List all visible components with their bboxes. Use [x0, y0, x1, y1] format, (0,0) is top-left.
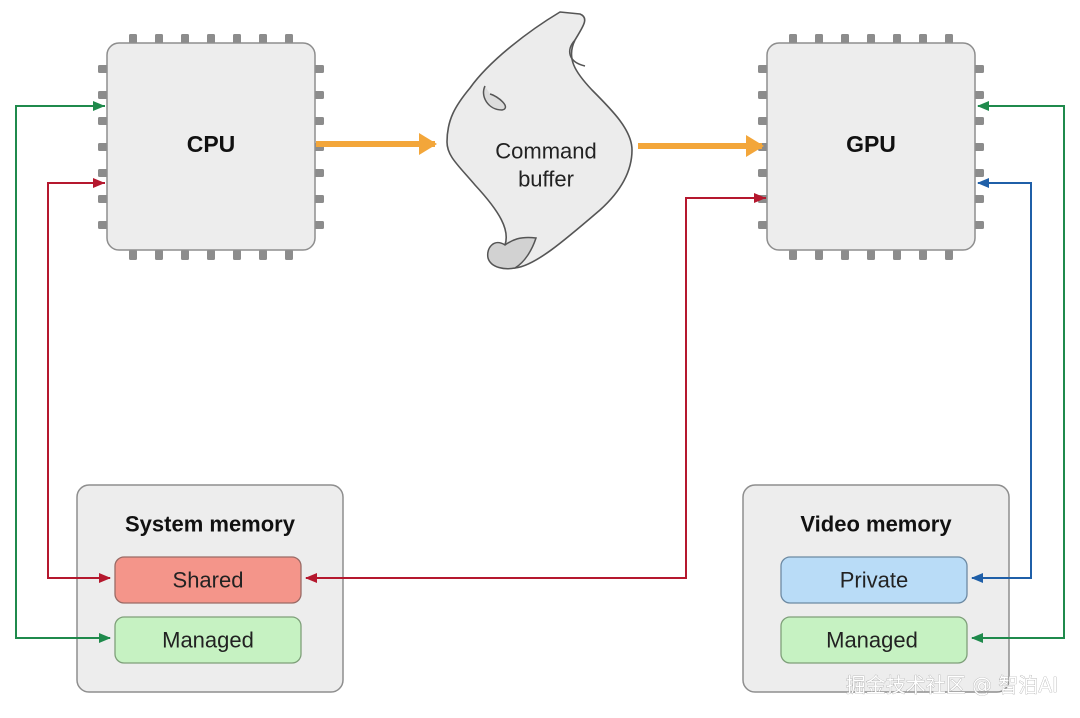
- chip-pin: [815, 34, 823, 44]
- chip-pin: [758, 65, 768, 73]
- chip-pin: [758, 91, 768, 99]
- system-managed-memory-label: Managed: [162, 628, 254, 653]
- chip-pin: [98, 143, 108, 151]
- chip-pin: [285, 250, 293, 260]
- chip-pin: [98, 65, 108, 73]
- chip-pin: [259, 34, 267, 44]
- cpu-chip: CPU: [98, 34, 324, 260]
- video-managed-memory-box: [780, 616, 968, 664]
- command-buffer-line2: buffer: [518, 167, 574, 192]
- watermark-text: 掘金技术社区 @ 智泊AI: [846, 673, 1058, 697]
- chip-pin: [974, 117, 984, 125]
- chip-pin: [233, 250, 241, 260]
- chip-pin: [919, 34, 927, 44]
- chip-pin: [841, 34, 849, 44]
- video-managed-memory-label: Managed: [826, 628, 918, 653]
- chip-pin: [207, 34, 215, 44]
- cpu-chip-body: [106, 42, 316, 251]
- cpu-pins: [98, 34, 324, 260]
- chip-pin: [815, 250, 823, 260]
- chip-pin: [259, 250, 267, 260]
- chip-pin: [314, 195, 324, 203]
- chip-pin: [974, 221, 984, 229]
- chip-pin: [974, 169, 984, 177]
- chip-pin: [98, 91, 108, 99]
- chip-pin: [314, 117, 324, 125]
- chip-pin: [181, 250, 189, 260]
- chip-pin: [758, 221, 768, 229]
- chip-pin: [867, 250, 875, 260]
- gpu-label: GPU: [846, 131, 896, 157]
- chip-pin: [789, 250, 797, 260]
- chip-pin: [974, 65, 984, 73]
- chip-pin: [974, 143, 984, 151]
- chip-pin: [155, 250, 163, 260]
- chip-pin: [129, 250, 137, 260]
- gpu-chip: GPU: [758, 34, 984, 260]
- private-memory-box: [780, 556, 968, 604]
- chip-pin: [974, 195, 984, 203]
- scroll-top-fold: [568, 39, 586, 67]
- chip-pin: [233, 34, 241, 44]
- chip-pin: [314, 91, 324, 99]
- chip-pin: [98, 195, 108, 203]
- chip-pin: [758, 117, 768, 125]
- cpu-label: CPU: [187, 131, 236, 157]
- chip-pin: [789, 34, 797, 44]
- system-managed-memory-box: [114, 616, 302, 664]
- chip-pin: [974, 91, 984, 99]
- command-buffer-scroll-icon: Command buffer: [446, 11, 633, 270]
- chip-pin: [129, 34, 137, 44]
- chip-pin: [945, 34, 953, 44]
- chip-pin: [893, 250, 901, 260]
- shared-memory-label: Shared: [173, 568, 244, 593]
- chip-pin: [98, 169, 108, 177]
- chip-pin: [207, 250, 215, 260]
- video-memory-chip: Video memory Private Managed: [742, 484, 1010, 693]
- chip-pin: [758, 169, 768, 177]
- chip-pin: [98, 117, 108, 125]
- chip-pin: [314, 221, 324, 229]
- chip-pin: [893, 34, 901, 44]
- chip-pin: [285, 34, 293, 44]
- chip-pin: [314, 65, 324, 73]
- shared-memory-box: [114, 556, 302, 604]
- scroll-top-curl: [482, 85, 507, 111]
- chip-pin: [181, 34, 189, 44]
- chip-pin: [841, 250, 849, 260]
- chip-pin: [919, 250, 927, 260]
- chip-pin: [155, 34, 163, 44]
- system-memory-chip: System memory Shared Managed: [76, 484, 344, 693]
- private-memory-label: Private: [840, 568, 908, 593]
- video-memory-title: Video memory: [800, 512, 952, 537]
- chip-pin: [314, 169, 324, 177]
- chip-pin: [945, 250, 953, 260]
- system-memory-title: System memory: [125, 512, 296, 537]
- gpu-chip-body: [766, 42, 976, 251]
- scroll-bottom-curl: [486, 236, 538, 270]
- command-buffer-line1: Command: [495, 139, 596, 164]
- chip-pin: [98, 221, 108, 229]
- chip-pin: [867, 34, 875, 44]
